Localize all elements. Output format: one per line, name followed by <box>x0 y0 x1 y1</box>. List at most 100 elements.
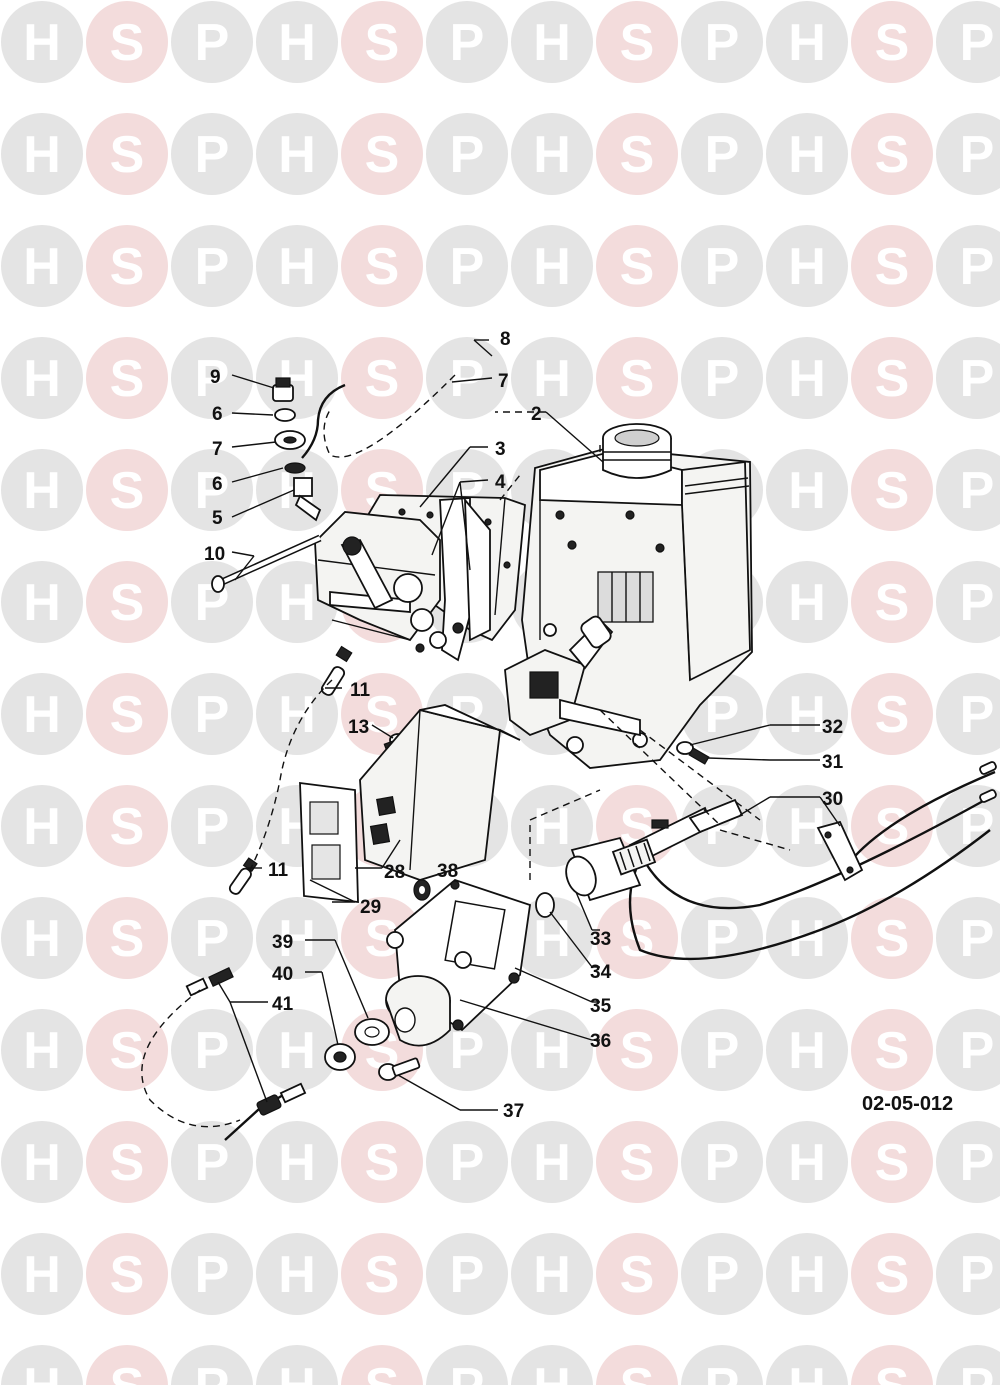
watermark-letter: H <box>533 910 571 968</box>
watermark-letter: S <box>110 462 145 520</box>
watermark-letter: H <box>278 14 316 72</box>
callout-2: 2 <box>531 404 542 425</box>
watermark-circle <box>511 897 593 979</box>
watermark-letter: S <box>875 686 910 744</box>
watermark-letter: S <box>620 14 655 72</box>
watermark-letter: H <box>278 126 316 184</box>
watermark-circle <box>86 1345 168 1385</box>
watermark-letter: H <box>533 238 571 296</box>
watermark-circle <box>86 1121 168 1203</box>
watermark-circle <box>596 1345 678 1385</box>
watermark-letter: P <box>195 462 230 520</box>
watermark-circle <box>426 337 508 419</box>
watermark-circle <box>936 897 1000 979</box>
watermark-letter: H <box>23 798 61 856</box>
watermark-circle <box>511 785 593 867</box>
watermark-circle <box>341 225 423 307</box>
watermark-letter: H <box>788 1246 826 1304</box>
watermark-letter: P <box>450 1246 485 1304</box>
callout-7-top: 7 <box>498 371 509 392</box>
watermark-circle <box>681 113 763 195</box>
watermark-circle <box>936 561 1000 643</box>
watermark-letter: H <box>788 126 826 184</box>
watermark-circle <box>86 337 168 419</box>
callout-9: 9 <box>210 367 221 388</box>
watermark-circle <box>766 673 848 755</box>
watermark-circle <box>256 673 338 755</box>
callout-40: 40 <box>272 964 293 985</box>
watermark-letter: S <box>110 686 145 744</box>
watermark-letter: H <box>788 1358 826 1385</box>
pipe-fittings-stack <box>272 377 346 522</box>
watermark-letter: P <box>450 1134 485 1192</box>
watermark-circle <box>766 561 848 643</box>
watermark-letter: H <box>23 1246 61 1304</box>
electrode-bottom <box>228 857 258 895</box>
watermark-letter: S <box>620 126 655 184</box>
watermark-letter: S <box>875 1246 910 1304</box>
watermark-circle <box>851 1121 933 1203</box>
watermark-letter: P <box>960 1134 995 1192</box>
watermark-letter: S <box>875 350 910 408</box>
watermark-circle <box>511 113 593 195</box>
watermark-letter: S <box>110 1358 145 1385</box>
watermark-letter: P <box>705 1246 740 1304</box>
watermark-circle <box>766 1 848 83</box>
watermark-letter: P <box>705 14 740 72</box>
watermark-letter: P <box>960 126 995 184</box>
watermark-letter: H <box>533 798 571 856</box>
watermark-circle <box>936 337 1000 419</box>
watermark-circle <box>171 561 253 643</box>
watermark-letter: S <box>110 574 145 632</box>
callout-37: 37 <box>503 1101 524 1122</box>
watermark-letter: P <box>705 1134 740 1192</box>
watermark-circle <box>851 897 933 979</box>
watermark-circle <box>341 1 423 83</box>
watermark-circle <box>86 785 168 867</box>
watermark-circle <box>851 1 933 83</box>
watermark-letter: H <box>278 686 316 744</box>
watermark-circle <box>86 1 168 83</box>
watermark-letter: P <box>705 350 740 408</box>
watermark-letter: P <box>195 1246 230 1304</box>
watermark-letter: H <box>23 1022 61 1080</box>
watermark-letter: H <box>788 1134 826 1192</box>
watermark-circle <box>681 1345 763 1385</box>
callout-10: 10 <box>204 544 225 565</box>
watermark-circle <box>596 1009 678 1091</box>
watermark-letter: S <box>110 350 145 408</box>
watermark-circle <box>936 1009 1000 1091</box>
watermark-circle <box>936 449 1000 531</box>
watermark-letter: H <box>23 462 61 520</box>
callout-6-upper: 6 <box>212 404 223 425</box>
watermark-circle <box>766 897 848 979</box>
watermark-circle <box>86 897 168 979</box>
watermark-circle <box>851 673 933 755</box>
watermark-circle <box>256 1233 338 1315</box>
watermark-letter: H <box>788 1022 826 1080</box>
watermark-circle <box>171 337 253 419</box>
watermark-circle <box>1 1345 83 1385</box>
watermark-letter: P <box>960 238 995 296</box>
watermark-letter: S <box>365 126 400 184</box>
watermark-letter: S <box>110 1246 145 1304</box>
watermark-letter: P <box>960 1022 995 1080</box>
watermark-letter: P <box>450 14 485 72</box>
watermark-circle <box>1 225 83 307</box>
watermark-letter: H <box>23 1134 61 1192</box>
watermark-circle <box>171 897 253 979</box>
watermark-letter: S <box>875 574 910 632</box>
watermark-letter: S <box>875 126 910 184</box>
watermark-circle <box>596 337 678 419</box>
watermark-circle <box>511 1233 593 1315</box>
watermark-letter: H <box>23 126 61 184</box>
watermark-letter: H <box>23 910 61 968</box>
control-switch <box>504 615 641 737</box>
watermark-circle <box>766 225 848 307</box>
watermark-letter: H <box>23 238 61 296</box>
watermark-letter: H <box>278 910 316 968</box>
watermark-circle <box>596 1 678 83</box>
watermark-circle <box>86 561 168 643</box>
watermark-circle <box>86 225 168 307</box>
watermark-letter: H <box>23 686 61 744</box>
